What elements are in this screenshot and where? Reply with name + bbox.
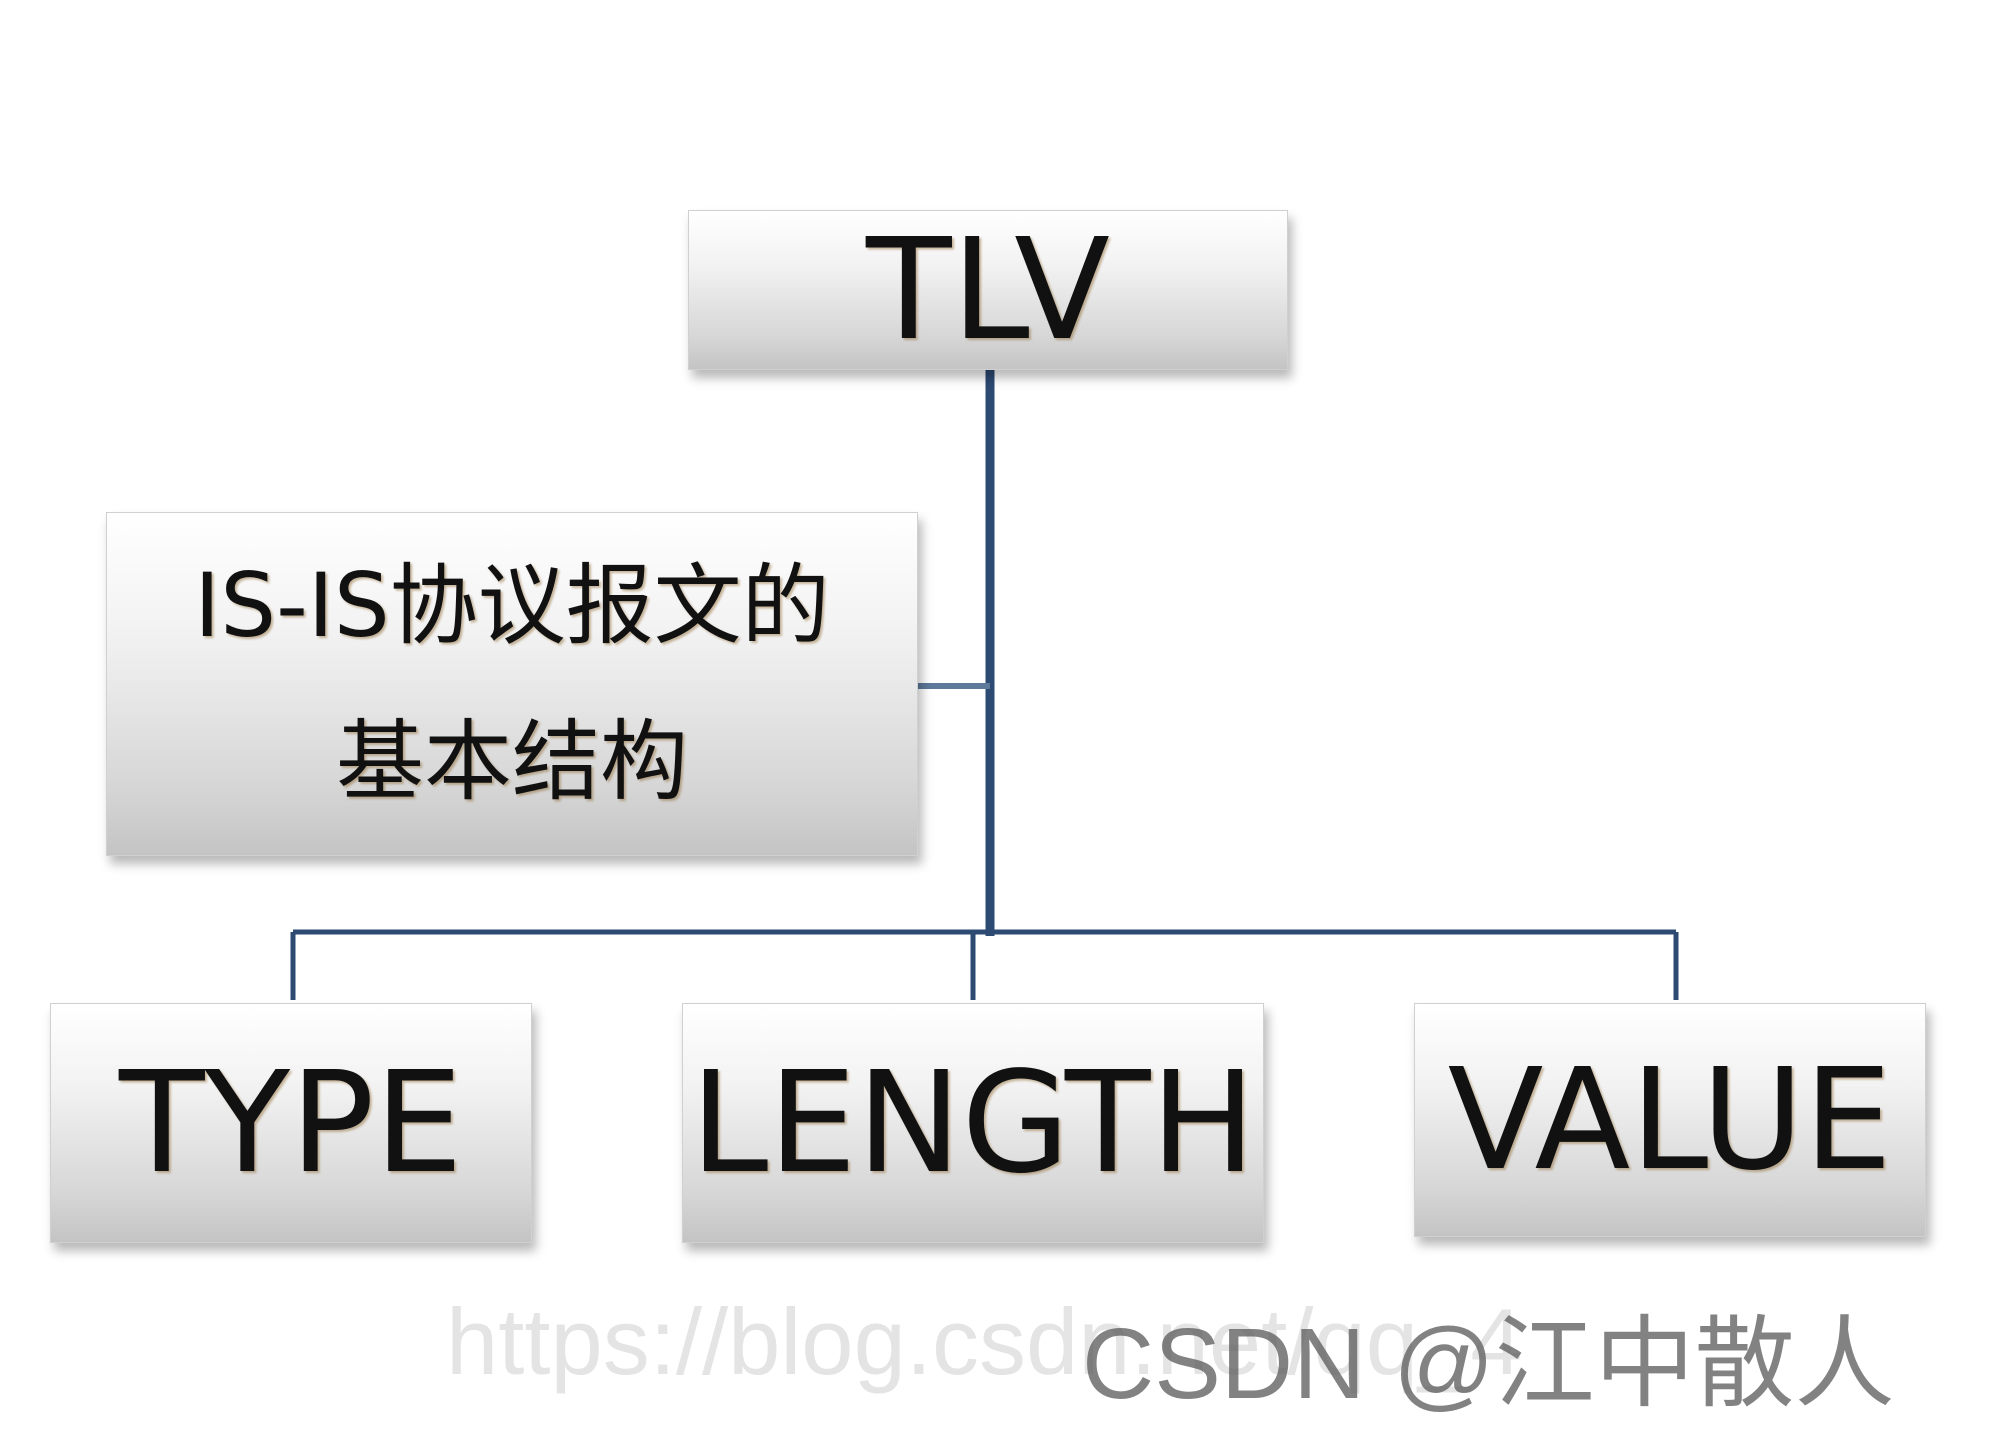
watermark-brand: CSDN @江中散人 [1082,1308,1895,1420]
description-node: IS-IS协议报文的 基本结构 [106,512,918,856]
length-node: LENGTH [682,1003,1264,1243]
description-text: IS-IS协议报文的 基本结构 [194,528,829,840]
description-line-1: IS-IS协议报文的 [194,554,830,657]
length-node-label: LENGTH [690,1041,1256,1205]
tlv-node: TLV [688,208,1288,372]
description-line-2: 基本结构 [335,710,688,813]
value-node-label: VALUE [1447,1038,1893,1202]
type-node-label: TYPE [119,1041,463,1205]
type-node: TYPE [50,1003,532,1243]
value-node: VALUE [1414,1003,1926,1237]
tlv-node-label: TLV [866,208,1110,372]
watermark-url: https://blog.csdn.net/qq_4 [446,1289,1523,1394]
